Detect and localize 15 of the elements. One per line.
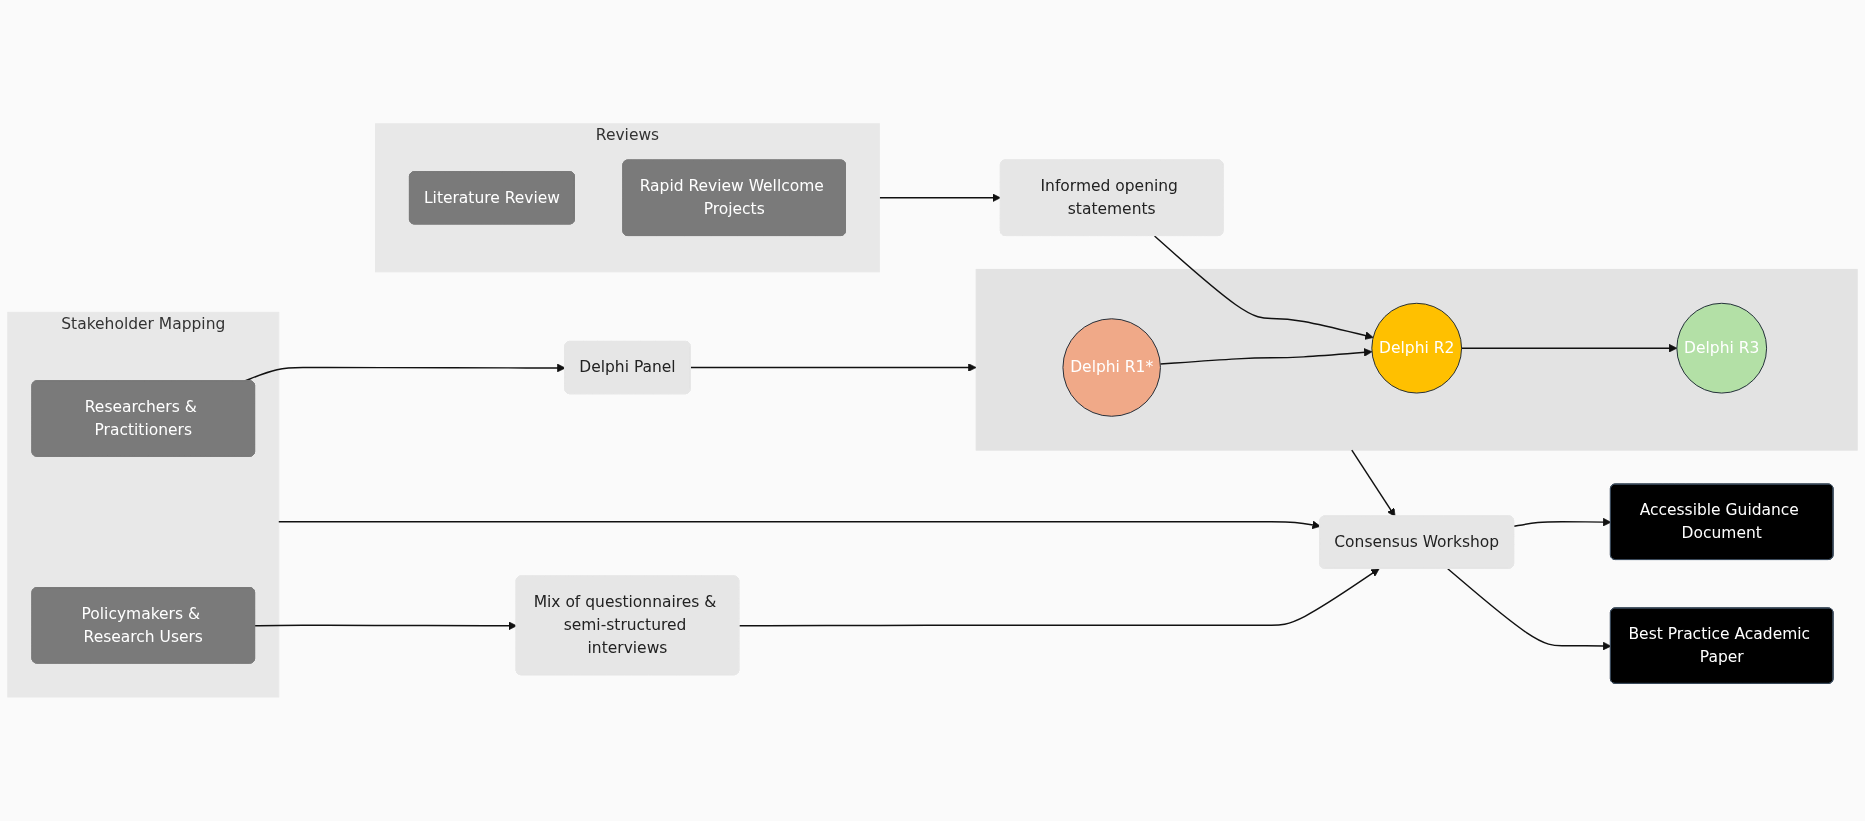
arrow — [278, 520, 1321, 530]
node-circle: Delphi R1* — [1062, 318, 1161, 417]
arrow — [254, 621, 518, 631]
arrow — [1460, 344, 1678, 353]
arrow — [738, 568, 1380, 627]
arrow — [1351, 449, 1396, 517]
arrow — [878, 193, 1001, 203]
node-circle: Delphi R3 — [1676, 302, 1768, 394]
arrow — [689, 363, 977, 372]
arrow — [1447, 568, 1612, 651]
arrow — [1153, 235, 1374, 340]
node-circle: Delphi R2 — [1371, 302, 1463, 394]
arrow — [1513, 518, 1612, 528]
arrow — [1159, 348, 1373, 365]
cluster — [975, 269, 1858, 451]
